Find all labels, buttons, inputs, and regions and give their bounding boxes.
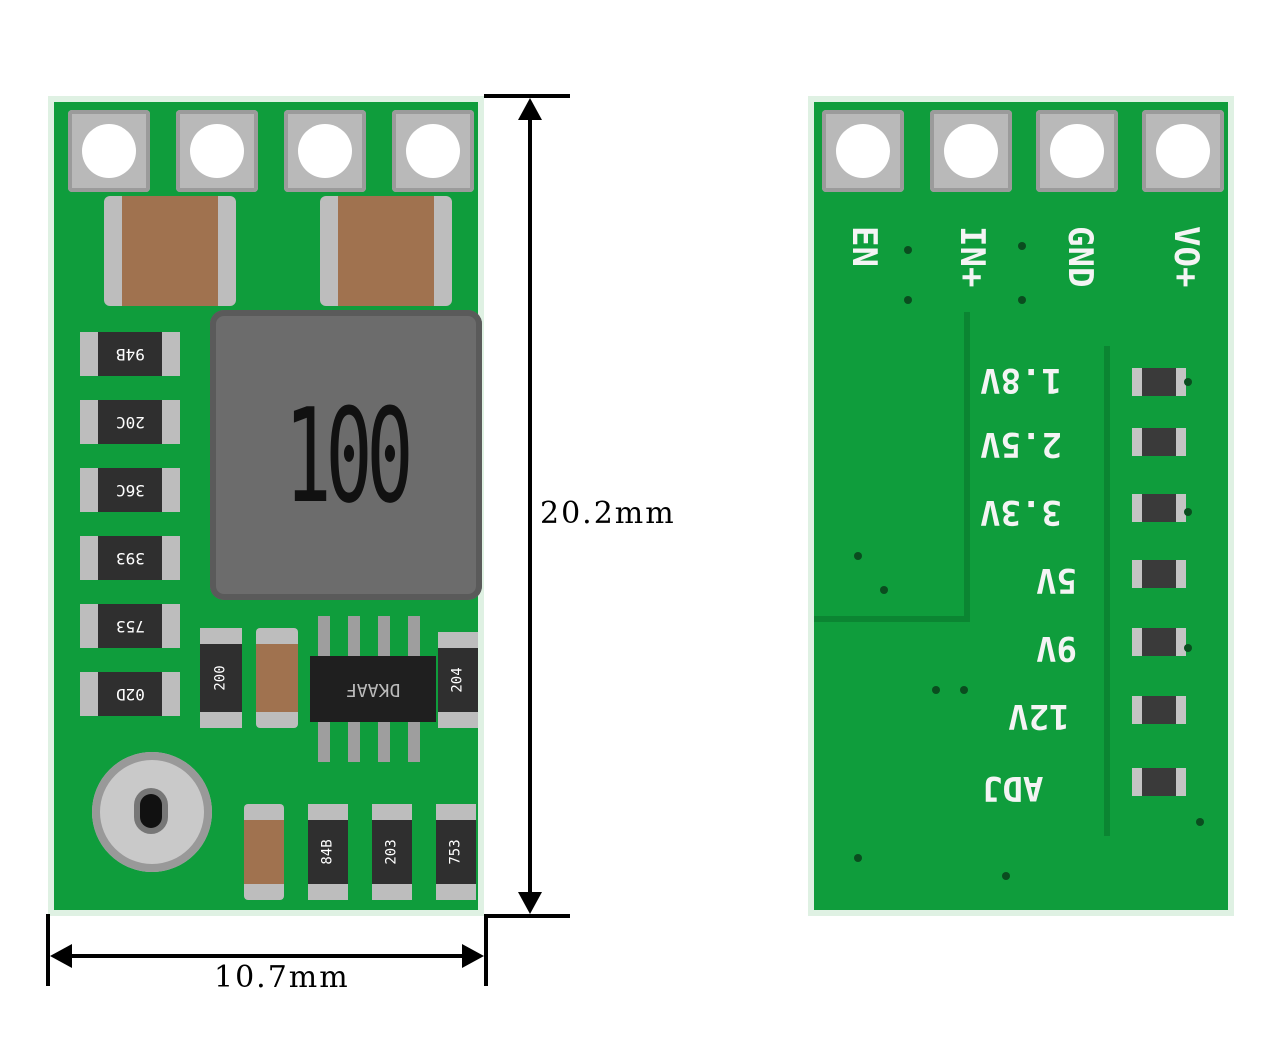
pin-label-in: IN+ bbox=[952, 226, 992, 288]
voltage-label-5v: 5V bbox=[1036, 560, 1077, 600]
pin-pad-2 bbox=[176, 110, 258, 192]
voltage-label-9v: 9V bbox=[1036, 628, 1077, 668]
width-arrow-line bbox=[56, 954, 476, 958]
voltage-label-12v: 12V bbox=[1008, 696, 1070, 736]
via bbox=[960, 686, 968, 694]
solder-jumper-1v8 bbox=[1132, 368, 1186, 396]
inductor-marking: 100 bbox=[284, 380, 414, 532]
resistor-5: 753 bbox=[80, 604, 180, 648]
width-left-tick bbox=[46, 914, 50, 986]
resistor-84b: 84B bbox=[308, 804, 348, 900]
resistor-203: 203 bbox=[372, 804, 412, 900]
height-dimension-label: 20.2mm bbox=[540, 496, 676, 531]
via bbox=[904, 246, 912, 254]
resistor-200: 200 bbox=[200, 628, 242, 728]
solder-jumper-3v3 bbox=[1132, 494, 1186, 522]
via bbox=[1184, 508, 1192, 516]
height-top-tick bbox=[484, 94, 570, 98]
height-bottom-tick bbox=[484, 914, 570, 918]
resistor-204: 204 bbox=[438, 632, 478, 728]
via bbox=[1196, 818, 1204, 826]
pin-pad-1 bbox=[68, 110, 150, 192]
ic-pin bbox=[408, 722, 420, 762]
ic-pin bbox=[378, 722, 390, 762]
power-inductor: 100 bbox=[210, 310, 482, 600]
solder-jumper-12v bbox=[1132, 696, 1186, 724]
copper-pour-edge bbox=[1104, 346, 1110, 836]
back-pin-pad-2 bbox=[930, 110, 1012, 192]
pin-label-en: EN bbox=[844, 226, 884, 267]
via bbox=[1184, 644, 1192, 652]
solder-jumper-9v bbox=[1132, 628, 1186, 656]
ic-pin bbox=[408, 616, 420, 656]
smd-capacitor-right bbox=[320, 196, 452, 306]
ic-pin bbox=[378, 616, 390, 656]
via bbox=[854, 552, 862, 560]
resistor-6: 02D bbox=[80, 672, 180, 716]
voltage-label-1v8: 1.8V bbox=[980, 360, 1062, 400]
back-pcb: EN IN+ GND VO+ 1.8V 2.5V 3.3V 5V 9V 12V … bbox=[808, 96, 1234, 916]
pin-label-gnd: GND bbox=[1060, 226, 1100, 288]
via bbox=[904, 296, 912, 304]
copper-pour-edge bbox=[964, 312, 970, 622]
smd-capacitor-left bbox=[104, 196, 236, 306]
solder-jumper-5v bbox=[1132, 560, 1186, 588]
bottom-capacitor bbox=[244, 804, 284, 900]
back-pin-pad-3 bbox=[1036, 110, 1118, 192]
width-arrow-head-left bbox=[50, 944, 72, 968]
back-pin-pad-1 bbox=[822, 110, 904, 192]
ic-pin bbox=[318, 722, 330, 762]
width-right-tick bbox=[484, 914, 488, 986]
pin-pad-4 bbox=[392, 110, 474, 192]
small-capacitor bbox=[256, 628, 298, 728]
trimmer-potentiometer bbox=[92, 752, 212, 872]
voltage-label-2v5: 2.5V bbox=[980, 424, 1062, 464]
width-arrow-head-right bbox=[462, 944, 484, 968]
voltage-label-3v3: 3.3V bbox=[980, 492, 1062, 532]
resistor-2: 20C bbox=[80, 400, 180, 444]
copper-pour-edge bbox=[814, 616, 970, 622]
resistor-1: 94B bbox=[80, 332, 180, 376]
height-arrow-head-bottom bbox=[518, 892, 542, 914]
resistor-753-bottom: 753 bbox=[436, 804, 476, 900]
front-pcb: 100 94B 20C 36C 393 753 02D 200 DKAAF 20… bbox=[48, 96, 484, 916]
regulator-ic: DKAAF bbox=[310, 656, 436, 722]
width-dimension-label: 10.7mm bbox=[214, 960, 350, 995]
via bbox=[1002, 872, 1010, 880]
via bbox=[932, 686, 940, 694]
via bbox=[854, 854, 862, 862]
via bbox=[1018, 296, 1026, 304]
pin-label-vo: VO+ bbox=[1166, 226, 1206, 288]
resistor-3: 36C bbox=[80, 468, 180, 512]
via bbox=[880, 586, 888, 594]
solder-jumper-2v5 bbox=[1132, 428, 1186, 456]
pin-pad-3 bbox=[284, 110, 366, 192]
ic-pin bbox=[348, 616, 360, 656]
solder-jumper-adj bbox=[1132, 768, 1186, 796]
height-arrow-head-top bbox=[518, 98, 542, 120]
voltage-label-adj: ADJ bbox=[982, 768, 1044, 808]
via bbox=[1184, 378, 1192, 386]
via bbox=[1018, 242, 1026, 250]
ic-pin bbox=[318, 616, 330, 656]
ic-pin bbox=[348, 722, 360, 762]
height-arrow-line bbox=[528, 104, 532, 906]
resistor-4: 393 bbox=[80, 536, 180, 580]
back-pin-pad-4 bbox=[1142, 110, 1224, 192]
